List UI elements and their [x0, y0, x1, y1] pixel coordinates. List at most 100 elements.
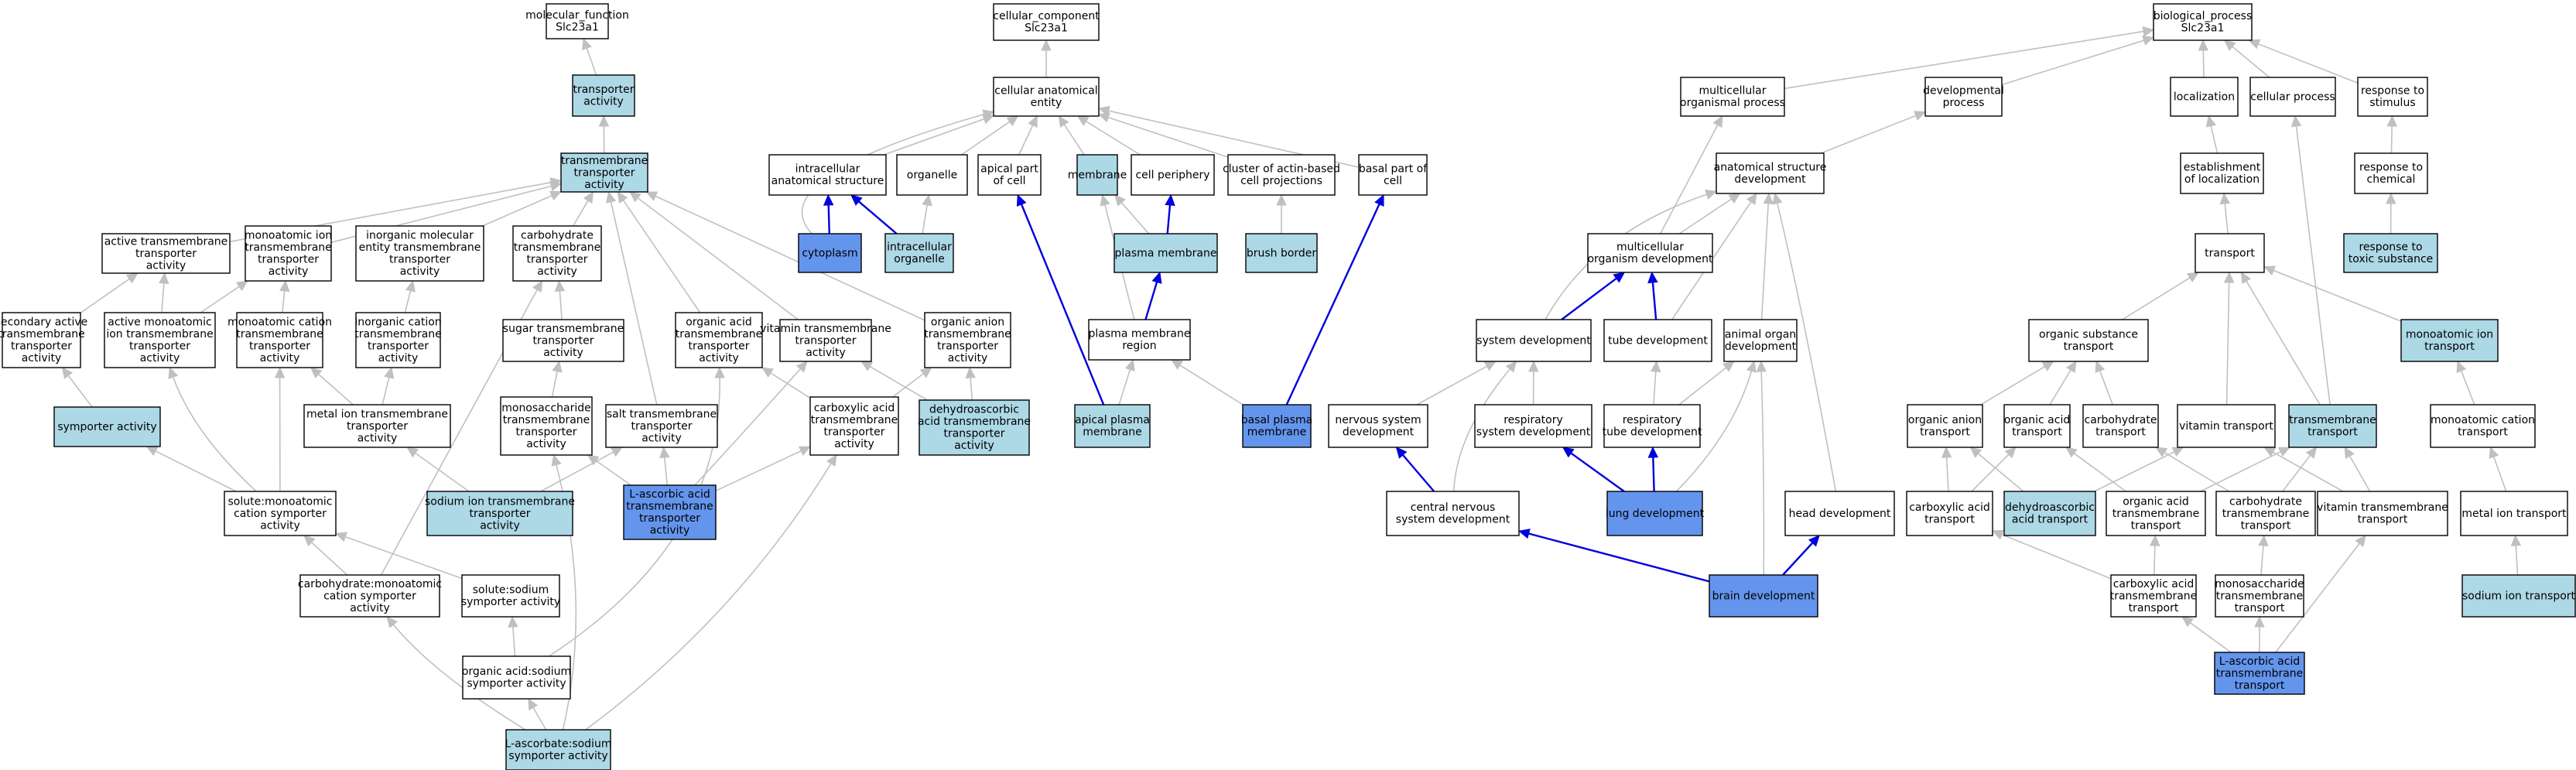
node-oantta[interactable]: organic aniontransmembranetransporteract…	[924, 312, 1011, 368]
node-pm[interactable]: plasma membrane	[1114, 233, 1218, 273]
node-oatta[interactable]: organic acidtransmembranetransporteracti…	[675, 312, 763, 368]
node-label-line: brush border	[1247, 247, 1317, 259]
node-vt[interactable]: vitamin transport	[2177, 404, 2276, 448]
node-sd[interactable]: system development	[1476, 319, 1592, 362]
node-tr[interactable]: transport	[2195, 233, 2265, 273]
arrowhead-chmcsa-to-smcsa	[303, 535, 316, 547]
node-laatta[interactable]: L-ascorbic acidtransmembranetransportera…	[623, 484, 717, 540]
node-bb[interactable]: brush border	[1245, 233, 1318, 273]
node-label-line: transporter	[573, 84, 634, 96]
node-box	[2180, 152, 2264, 194]
edge-ld-to-rsd	[1570, 452, 1625, 492]
node-ld[interactable]: lung development	[1606, 491, 1705, 536]
node-catta[interactable]: carboxylic acidtransmembranetransportera…	[809, 396, 899, 456]
node-cp[interactable]: cell periphery	[1131, 154, 1215, 196]
node-hd[interactable]: head development	[1784, 491, 1895, 536]
edge-amitta-to-atta	[161, 282, 165, 313]
node-mstta[interactable]: monosaccharidetransmembranetransporterac…	[500, 396, 593, 456]
node-bd[interactable]: brain development	[1709, 574, 1818, 618]
node-chtta[interactable]: carbohydratetransmembranetransporteracti…	[512, 225, 602, 282]
node-label-line: transmembrane	[2216, 590, 2304, 602]
node-ictta[interactable]: inorganic cationtransmembranetransporter…	[354, 312, 442, 368]
node-sitta[interactable]: sodium ion transmembranetransporteractiv…	[425, 491, 575, 536]
node-mitta[interactable]: monoatomic iontransmembranetransporterac…	[245, 225, 332, 282]
edge-laatta-to-catta	[715, 450, 802, 491]
node-satta[interactable]: secondary activetransmembranetransporter…	[0, 312, 87, 368]
node-label-line: carbohydrate	[2085, 414, 2157, 426]
node-mitrta[interactable]: metal ion transmembranetransporteractivi…	[303, 404, 451, 448]
node-label-line: transport	[2012, 426, 2062, 439]
node-mctta[interactable]: monoatomic cationtransmembranetransporte…	[227, 312, 332, 368]
node-syma[interactable]: symporter activity	[53, 406, 161, 447]
edge-dhatta-to-vtta	[869, 365, 928, 401]
node-loc[interactable]: localization	[2170, 77, 2239, 117]
node-cpr[interactable]: cellular process	[2249, 77, 2336, 117]
arrowhead-oantta-to-tmta	[645, 191, 659, 201]
node-td[interactable]: tube development	[1603, 319, 1712, 362]
node-cyto[interactable]: cytoplasm	[798, 233, 862, 273]
node-label-line: activity	[400, 265, 440, 278]
node-mitr[interactable]: metal ion transport	[2460, 491, 2568, 536]
node-label-line: inorganic cation	[354, 317, 441, 329]
node-org[interactable]: organelle	[896, 154, 968, 196]
edge-pm-to-cp	[1166, 204, 1172, 234]
node-sit[interactable]: sodium ion transport	[2461, 574, 2576, 618]
node-mem[interactable]: membrane	[1068, 154, 1127, 196]
edge-dhatta-to-oantta	[970, 377, 973, 401]
